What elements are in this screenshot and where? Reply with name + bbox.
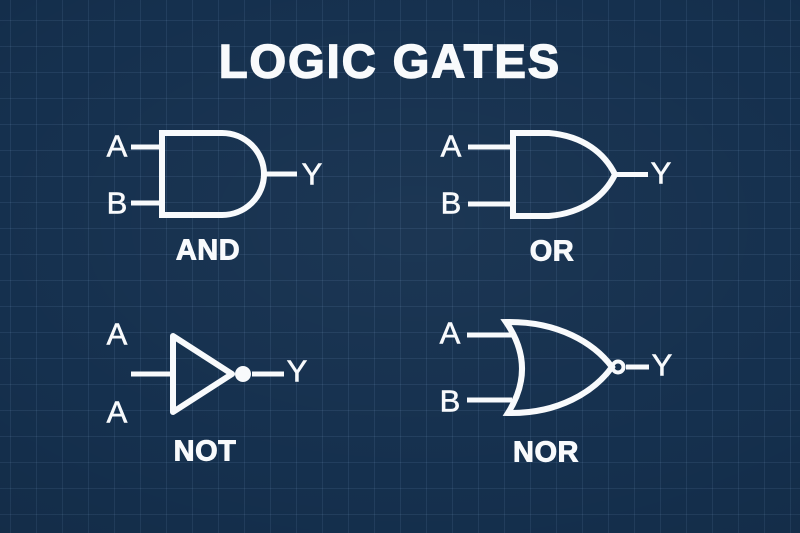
- not-input-a-top-label: A: [106, 316, 128, 352]
- not-input-a-bottom-label: A: [106, 394, 128, 430]
- not-inversion-dot: [235, 366, 251, 382]
- and-input-b-label: B: [106, 185, 128, 221]
- or-gate-name: OR: [529, 235, 575, 268]
- nor-inversion-bubble: [610, 359, 626, 375]
- or-output-y-label: Y: [650, 155, 672, 191]
- not-gate-name: NOT: [173, 435, 237, 468]
- page-title: LOGIC GATES: [218, 34, 562, 89]
- nor-input-a-label: A: [439, 315, 461, 351]
- and-gate-body: [159, 130, 267, 218]
- and-gate-name: AND: [175, 234, 241, 267]
- nor-gate-body: [500, 318, 616, 417]
- or-input-b-label: B: [440, 185, 462, 221]
- and-input-a-label: A: [106, 128, 128, 164]
- not-output-y-label: Y: [286, 353, 308, 389]
- nor-output-y-label: Y: [651, 347, 673, 383]
- not-gate-icon: [131, 333, 284, 415]
- nor-gate-name: NOR: [513, 436, 579, 469]
- or-gate-body: [510, 130, 619, 219]
- or-input-a-label: A: [440, 128, 462, 164]
- not-gate-body: [170, 333, 235, 415]
- and-gate-icon: [131, 130, 297, 218]
- nor-input-b-label: B: [439, 383, 461, 419]
- nor-gate-icon: [467, 318, 649, 417]
- or-gate-icon: [468, 130, 648, 219]
- and-output-y-label: Y: [301, 156, 323, 192]
